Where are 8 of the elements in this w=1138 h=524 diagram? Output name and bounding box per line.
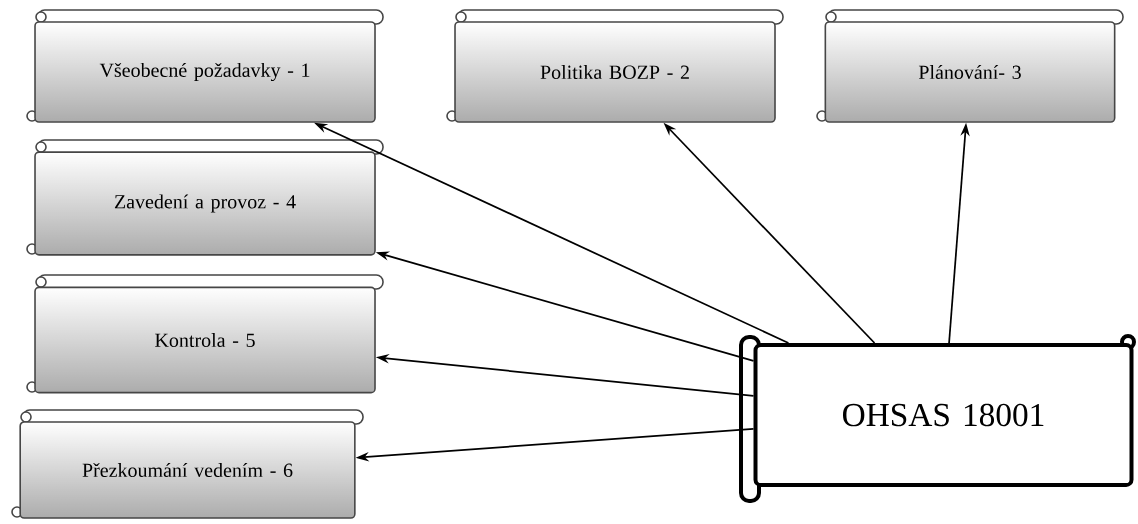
scroll-box: Politika BOZP - 2 [446,9,784,123]
scroll-box: Přezkoumání vedením - 6 [11,409,364,519]
scroll-box: Plánování- 3 [816,9,1124,123]
scroll-box: Zavedení a provoz - 4 [26,139,384,256]
scroll-box: Kontrola - 5 [26,274,384,394]
scroll-box: Všeobecné požadavky - 1 [26,9,384,123]
node-label: OHSAS 18001 [842,403,1044,427]
scroll-banner: OHSAS 18001 [739,334,1136,503]
